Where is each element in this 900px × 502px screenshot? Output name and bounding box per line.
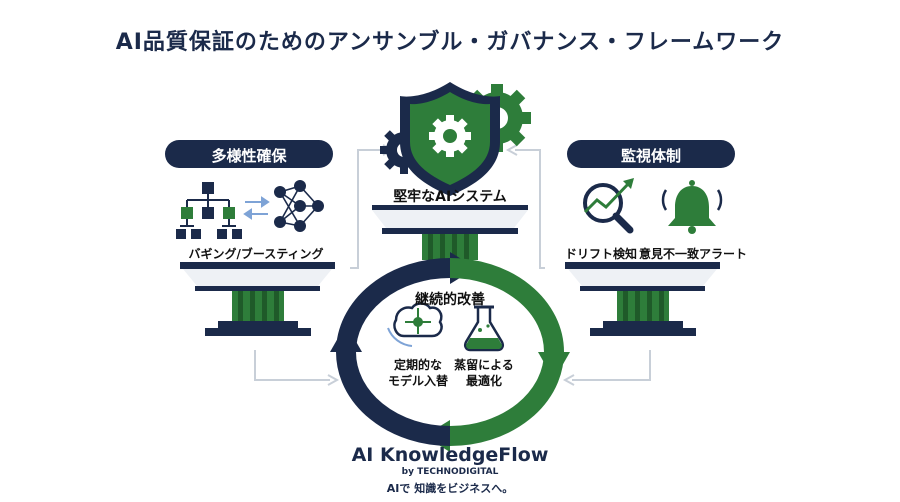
shield-gears-icon <box>380 82 531 196</box>
left-banner-bg <box>165 140 333 168</box>
right-caption-disagreement: 意見不一致アラート <box>638 247 747 261</box>
right-banner-bg <box>567 140 735 168</box>
center-pillar-label: 堅牢なAIシステム <box>393 189 507 205</box>
page-title: AI品質保証のためのアンサンブル・ガバナンス・フレームワーク <box>115 30 785 55</box>
left-caption: バギング/ブースティング <box>188 247 324 261</box>
neural-network-icon <box>274 180 324 232</box>
brand-tagline: AIで 知識をビジネスへ。 <box>386 482 514 495</box>
hierarchy-network-icon <box>176 182 242 239</box>
cycle-arrows <box>330 252 570 452</box>
magnifier-chart-icon <box>583 178 634 234</box>
brand-name: AI KnowledgeFlow <box>351 444 549 466</box>
flask-icon <box>463 305 505 352</box>
right-caption-drift: ドリフト検知 <box>564 247 637 261</box>
right-pedestal <box>565 262 720 336</box>
cycle-label: 継続的改善 <box>415 292 485 308</box>
brand-by-line: by TECHNODIGITAL <box>401 467 499 477</box>
left-banner-label: 多様性確保 <box>211 147 287 165</box>
cycle-item-1-line-2: モデル入替 <box>387 374 448 388</box>
brain-gear-icon <box>387 302 443 347</box>
left-pedestal <box>180 262 335 336</box>
right-banner-label: 監視体制 <box>620 147 681 165</box>
cycle-item-1-line-1: 定期的な <box>393 358 442 372</box>
bell-alert-icon <box>661 180 723 234</box>
connector-lines <box>254 144 651 386</box>
cycle-item-2-line-2: 最適化 <box>465 374 502 388</box>
swap-arrows-icon <box>243 196 270 220</box>
center-pillar <box>372 205 528 260</box>
cycle-item-2-line-1: 蒸留による <box>454 358 514 372</box>
